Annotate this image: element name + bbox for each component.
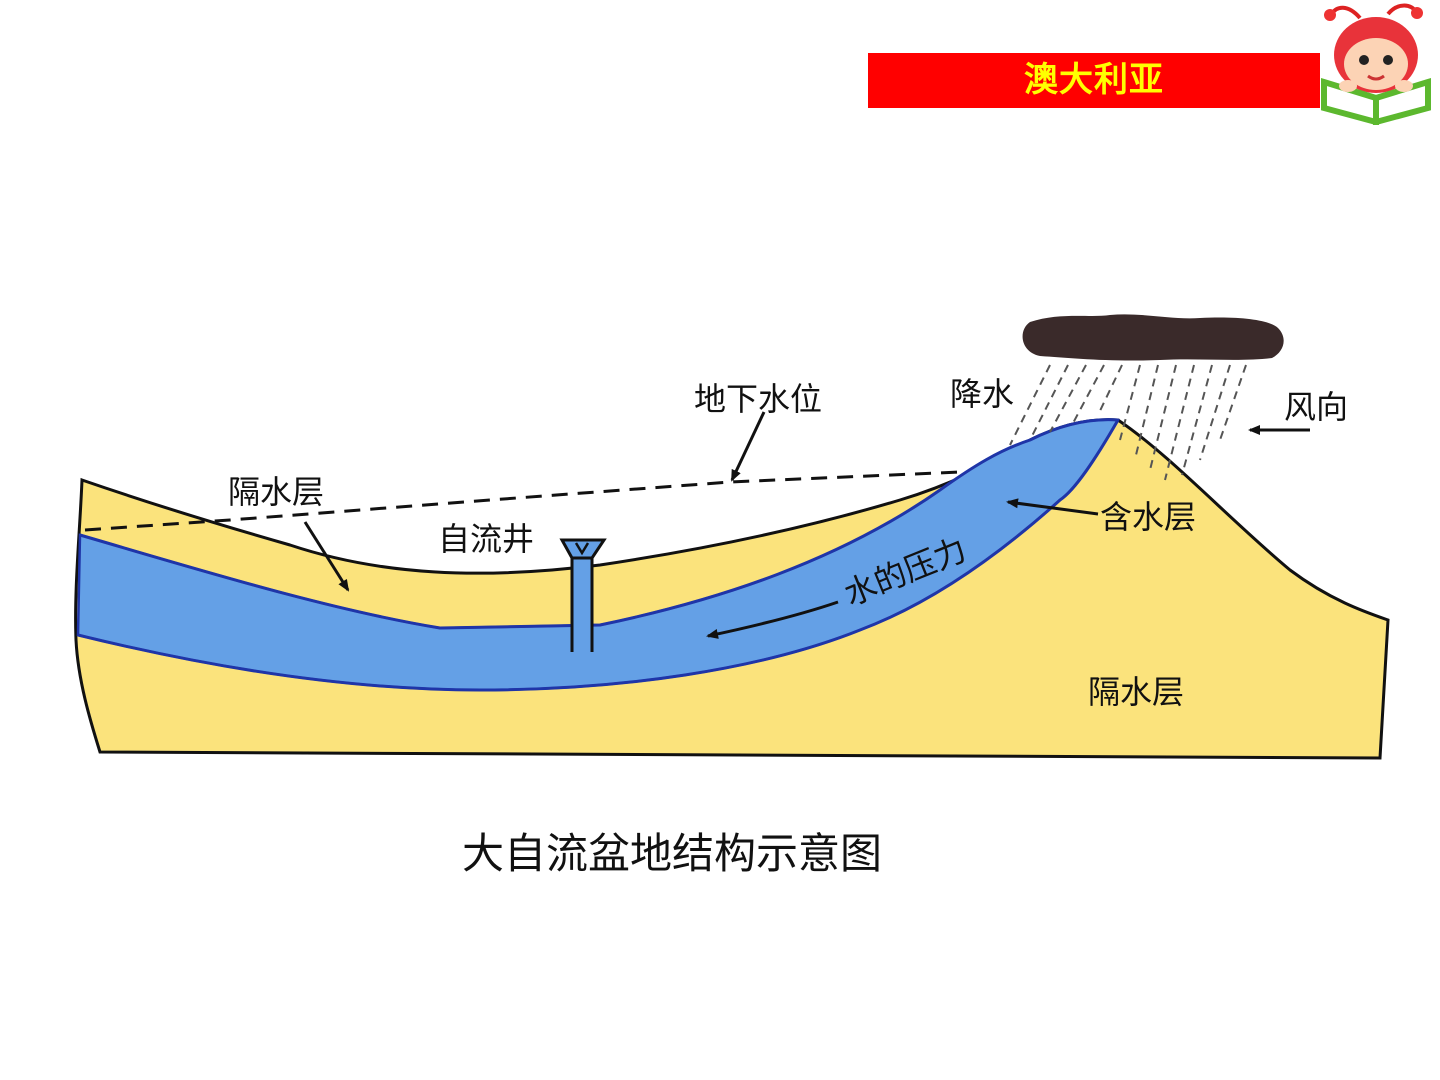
region-banner: 澳大利亚 [868,53,1320,108]
precipitation-label: 降水 [950,375,1014,413]
water-table-arrow [730,411,766,482]
diagram-caption: 大自流盆地结构示意图 [0,820,1350,881]
impermeable-bottom-label: 隔水层 [1088,673,1184,711]
aquifer-label: 含水层 [1100,498,1196,536]
rain-cloud-icon [1022,314,1284,361]
cartoon-child-reading-book-icon [1321,3,1431,125]
aquifer-arrow [1006,498,1099,516]
banner-title: 澳大利亚 [1024,60,1164,100]
impermeable-top-label: 隔水层 [228,473,324,511]
water-table-label: 地下水位 [694,380,822,418]
artesian-well [559,538,607,652]
impermeable-top-arrow [303,521,350,592]
water-pressure-arrow [706,600,839,639]
wind-direction-label: 风向 [1284,388,1348,426]
caption-text: 大自流盆地结构示意图 [461,829,882,878]
artesian-well-label: 自流井 [438,520,534,558]
rain-streaks [1009,364,1247,481]
